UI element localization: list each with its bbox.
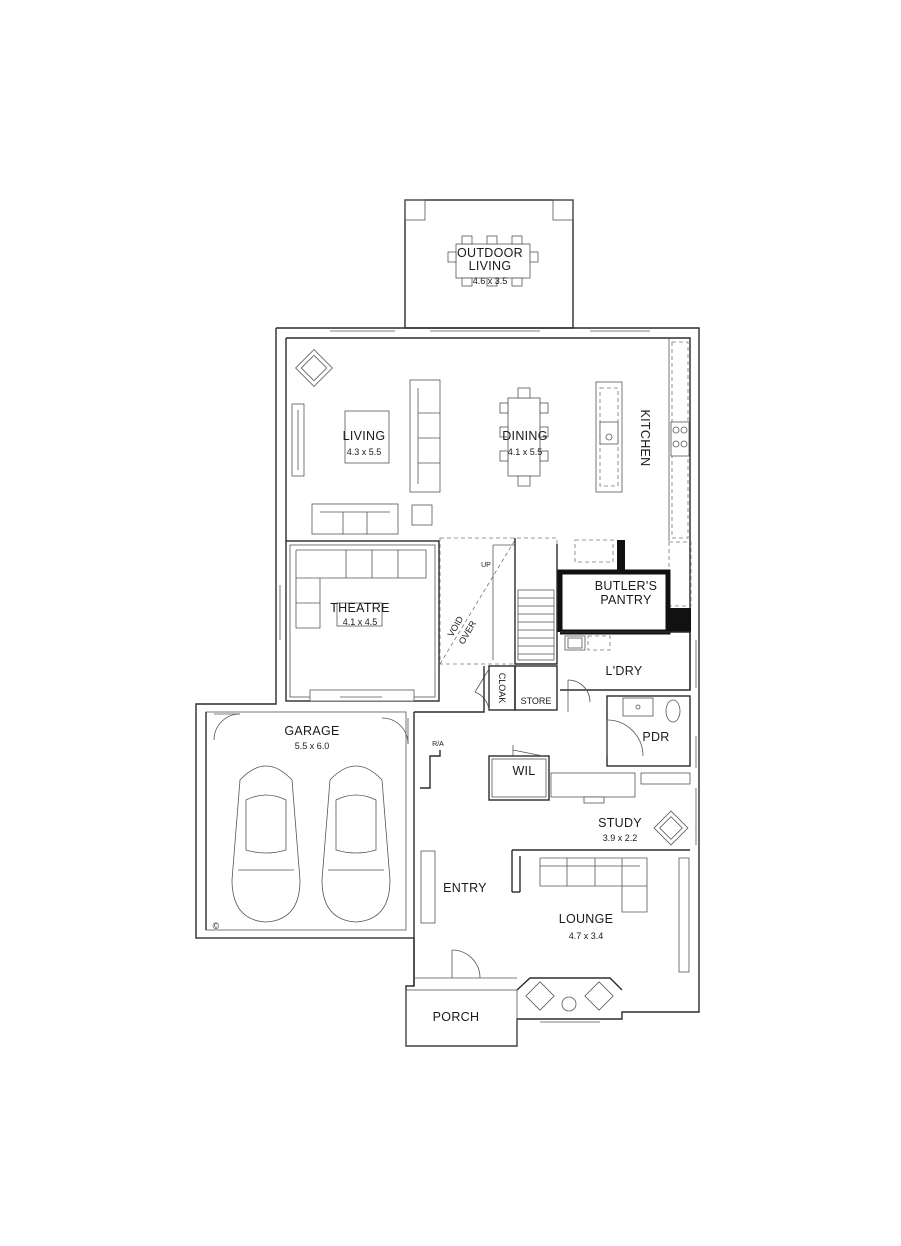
living-dimension: 4.3 x 5.5 <box>347 447 382 457</box>
car-icon <box>231 765 301 923</box>
dining-dimension: 4.1 x 5.5 <box>508 447 543 457</box>
laundry-room <box>560 631 697 712</box>
garage-dimension: 5.5 x 6.0 <box>295 741 330 751</box>
lounge-dimension: 4.7 x 3.4 <box>569 931 604 941</box>
butlers-pantry-label-1: BUTLER'S <box>595 579 657 593</box>
lounge-label: LOUNGE <box>559 912 614 926</box>
walk-in-linen <box>488 745 550 801</box>
theatre-label: THEATRE <box>330 601 390 615</box>
up-label: UP <box>481 562 491 569</box>
outdoor-living-dimension: 4.6 x 3.5 <box>473 276 508 286</box>
outdoor-living-label-2: LIVING <box>469 259 512 273</box>
entry-hall <box>413 666 517 986</box>
theatre-room <box>279 540 440 702</box>
outdoor-living-area <box>404 199 574 329</box>
pdr-label: PDR <box>642 730 669 744</box>
garage-label: GARAGE <box>284 724 339 738</box>
lounge-room <box>516 857 690 1023</box>
dining-area <box>499 387 549 487</box>
store-label: STORE <box>521 696 552 706</box>
car-icon <box>321 765 391 923</box>
cloak-label: CLOAK <box>497 673 507 704</box>
powder-room <box>606 695 697 768</box>
ra-label: R/A <box>432 741 444 748</box>
kitchen-label: KITCHEN <box>638 410 652 467</box>
living-room <box>291 349 441 535</box>
kitchen-area <box>574 338 692 632</box>
porch <box>405 989 518 1047</box>
outdoor-living-label-1: OUTDOOR <box>457 246 523 260</box>
cloak-store <box>474 665 558 711</box>
dining-label: DINING <box>502 429 548 443</box>
butlers-pantry-label-2: PANTRY <box>600 593 652 607</box>
study-room <box>511 772 697 893</box>
study-label: STUDY <box>598 816 642 830</box>
garage <box>196 711 414 939</box>
study-dimension: 3.9 x 2.2 <box>603 833 638 843</box>
stairs-void <box>439 537 558 665</box>
theatre-dimension: 4.1 x 4.5 <box>343 617 378 627</box>
entry-label: ENTRY <box>443 881 487 895</box>
living-label: LIVING <box>343 429 386 443</box>
copyright-icon: © <box>213 921 220 931</box>
wil-label: WIL <box>512 764 535 778</box>
porch-label: PORCH <box>433 1010 480 1024</box>
laundry-label: L'DRY <box>605 664 642 678</box>
